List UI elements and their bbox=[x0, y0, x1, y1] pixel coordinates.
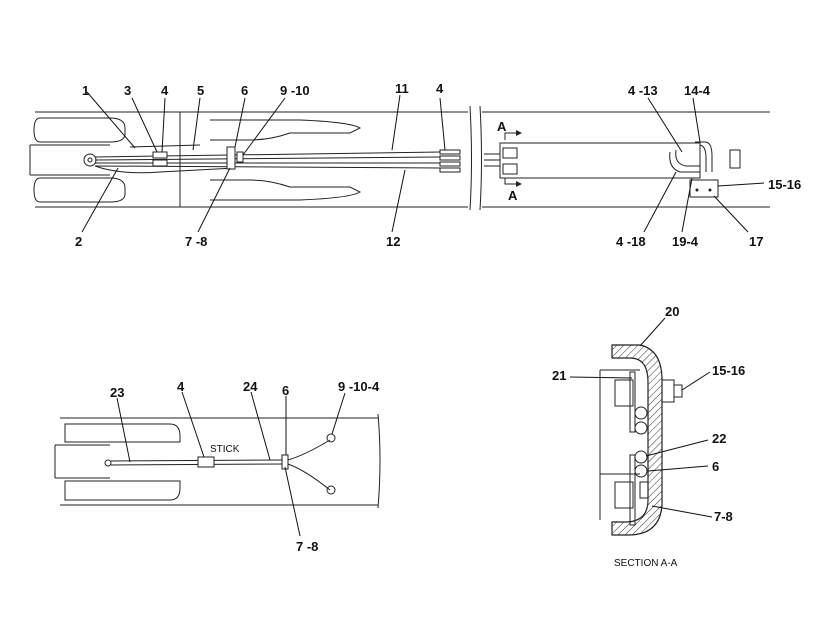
callout-21: 21 bbox=[552, 368, 566, 383]
fitting-lower bbox=[326, 485, 336, 495]
fitting-upper bbox=[326, 433, 336, 443]
clamp-block-1 bbox=[152, 151, 168, 159]
section-arrow-bottom bbox=[504, 178, 516, 185]
callout-4-stick: 4 bbox=[177, 379, 185, 394]
section-a-a: SECTION A-A bbox=[599, 344, 683, 569]
callout-4-left: 4 bbox=[161, 83, 169, 98]
callout-22: 22 bbox=[712, 431, 726, 446]
bolt-head bbox=[661, 379, 675, 403]
hose-line-1 bbox=[94, 151, 441, 158]
fork-lower bbox=[33, 177, 126, 203]
fork-upper bbox=[33, 117, 126, 143]
fitting-cluster bbox=[439, 149, 461, 173]
callout-9-10: 9 -10 bbox=[280, 83, 310, 98]
stick-view: STICK bbox=[54, 413, 381, 509]
section-title: SECTION A-A bbox=[614, 558, 678, 569]
boom-top-view bbox=[29, 105, 770, 211]
callout-15-16-section: 15-16 bbox=[712, 363, 745, 378]
break-line-right bbox=[479, 105, 482, 211]
stick-clamp bbox=[197, 456, 215, 468]
callout-7-8-stick: 7 -8 bbox=[296, 539, 318, 554]
callouts: 1 3 4 5 6 9 -10 11 4 2 7 -8 12 4 -13 14-… bbox=[75, 81, 801, 554]
callout-19-4: 19-4 bbox=[672, 234, 699, 249]
callout-5: 5 bbox=[197, 83, 204, 98]
slot-rect bbox=[729, 149, 741, 169]
break-line-left bbox=[469, 105, 472, 211]
callout-11: 11 bbox=[395, 81, 409, 96]
callout-9-10-4: 9 -10-4 bbox=[338, 379, 380, 394]
callout-6-section: 6 bbox=[712, 459, 719, 474]
callout-3: 3 bbox=[124, 83, 131, 98]
callout-20: 20 bbox=[665, 304, 679, 319]
callout-4-right: 4 bbox=[436, 81, 444, 96]
callout-12: 12 bbox=[386, 234, 400, 249]
callout-7-8: 7 -8 bbox=[185, 234, 207, 249]
cylinder-upper bbox=[210, 119, 362, 141]
plate bbox=[689, 179, 719, 198]
cylinder-lower bbox=[210, 179, 362, 201]
elbow-fitting bbox=[695, 141, 713, 172]
section-mark-top: A bbox=[497, 119, 507, 134]
callout-6-stick: 6 bbox=[282, 383, 289, 398]
section-arrow-top bbox=[504, 132, 516, 140]
stick-box bbox=[499, 142, 701, 179]
callout-4-13: 4 -13 bbox=[628, 83, 658, 98]
pin-circle bbox=[83, 153, 97, 167]
hose-line-4 bbox=[94, 165, 441, 169]
stick-label: STICK bbox=[210, 444, 240, 455]
callout-14-4: 14-4 bbox=[684, 83, 711, 98]
callout-15-16: 15-16 bbox=[768, 177, 801, 192]
clamp-block-2 bbox=[226, 146, 236, 170]
callout-4-18: 4 -18 bbox=[616, 234, 646, 249]
section-mark-bottom: A bbox=[508, 188, 518, 203]
callout-6: 6 bbox=[241, 83, 248, 98]
section-hatched-wall bbox=[611, 344, 663, 536]
callout-1: 1 bbox=[82, 83, 89, 98]
hose-line-2 bbox=[94, 156, 441, 161]
callout-24: 24 bbox=[243, 379, 258, 394]
callout-17: 17 bbox=[749, 234, 763, 249]
callout-23: 23 bbox=[110, 385, 124, 400]
callout-7-8-section: 7-8 bbox=[714, 509, 733, 524]
callout-2: 2 bbox=[75, 234, 82, 249]
